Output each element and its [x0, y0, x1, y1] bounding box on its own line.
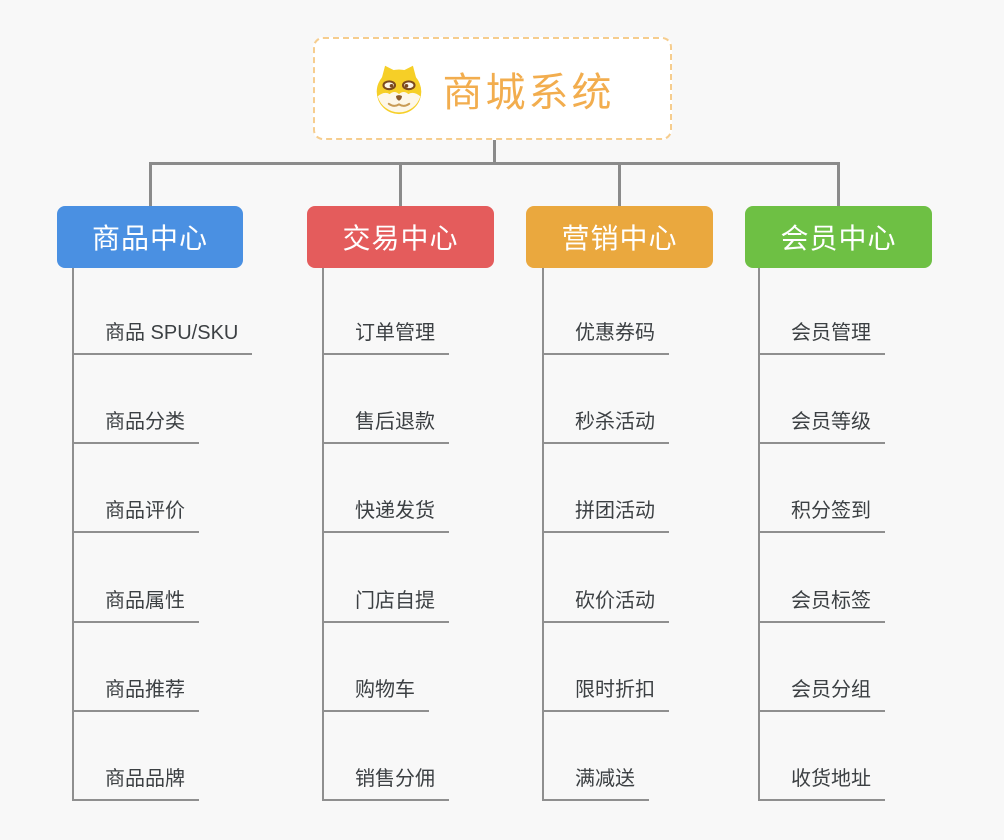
root-node[interactable]: 商城系统: [313, 37, 672, 140]
leaf-node[interactable]: 会员标签: [758, 584, 885, 623]
leaf-node[interactable]: 会员管理: [758, 316, 885, 355]
leaf-node[interactable]: 限时折扣: [542, 673, 669, 712]
connector-drop-2: [399, 162, 402, 207]
dog-face-icon: [376, 65, 421, 114]
leaf-node[interactable]: 商品品牌: [72, 762, 199, 801]
leaf-node[interactable]: 积分签到: [758, 494, 885, 533]
leaf-node[interactable]: 门店自提: [322, 584, 449, 623]
leaf-node[interactable]: 快递发货: [322, 494, 449, 533]
connector-drop-3: [618, 162, 621, 207]
connector-horizontal: [149, 162, 840, 165]
root-title: 商城系统: [442, 70, 615, 115]
leaf-node[interactable]: 会员分组: [758, 673, 885, 712]
leaf-node[interactable]: 商品评价: [72, 494, 199, 533]
leaf-node[interactable]: 销售分佣: [322, 762, 449, 801]
branch-node-trade[interactable]: 交易中心: [307, 206, 494, 268]
connector-drop-4: [837, 162, 840, 207]
branch-node-member[interactable]: 会员中心: [745, 206, 932, 268]
leaf-node[interactable]: 收货地址: [758, 762, 885, 801]
branch-node-marketing[interactable]: 营销中心: [526, 206, 713, 268]
leaf-node[interactable]: 秒杀活动: [542, 405, 669, 444]
connector-root-stub: [493, 140, 496, 165]
leaf-node[interactable]: 优惠券码: [542, 316, 669, 355]
leaf-node[interactable]: 售后退款: [322, 405, 449, 444]
leaf-node[interactable]: 砍价活动: [542, 584, 669, 623]
leaf-node[interactable]: 订单管理: [322, 316, 449, 355]
leaf-node[interactable]: 购物车: [322, 673, 429, 712]
connector-drop-1: [149, 162, 152, 207]
leaf-node[interactable]: 满减送: [542, 762, 649, 801]
leaf-node[interactable]: 会员等级: [758, 405, 885, 444]
leaf-node[interactable]: 拼团活动: [542, 494, 669, 533]
leaf-node[interactable]: 商品分类: [72, 405, 199, 444]
branch-node-product[interactable]: 商品中心: [57, 206, 243, 268]
leaf-node[interactable]: 商品 SPU/SKU: [72, 316, 253, 355]
leaf-node[interactable]: 商品推荐: [72, 673, 199, 712]
leaf-node[interactable]: 商品属性: [72, 584, 199, 623]
